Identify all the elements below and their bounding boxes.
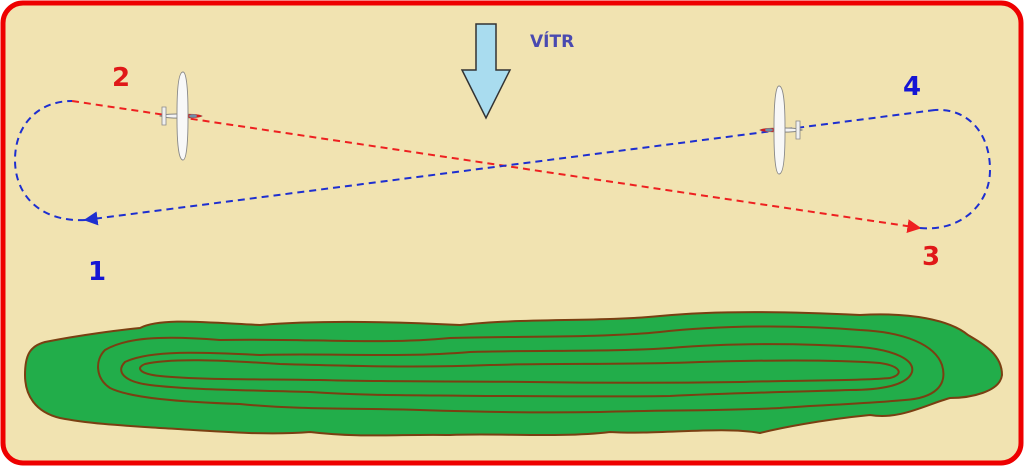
path-segment-2-to-3	[71, 100, 922, 234]
point-label-1: 1	[88, 257, 106, 287]
flight-path	[13, 100, 992, 234]
point-label-2: 2	[112, 63, 130, 93]
turn-1-to-2	[13, 100, 86, 222]
path-segment-4-to-1	[83, 109, 936, 226]
turn-3-to-4	[919, 108, 992, 230]
down-arrow-icon	[460, 23, 512, 120]
point-label-3: 3	[922, 242, 940, 272]
wind-label: VÍTR	[530, 30, 574, 52]
point-label-4: 4	[903, 72, 921, 102]
hill-ridge	[23, 311, 1004, 437]
